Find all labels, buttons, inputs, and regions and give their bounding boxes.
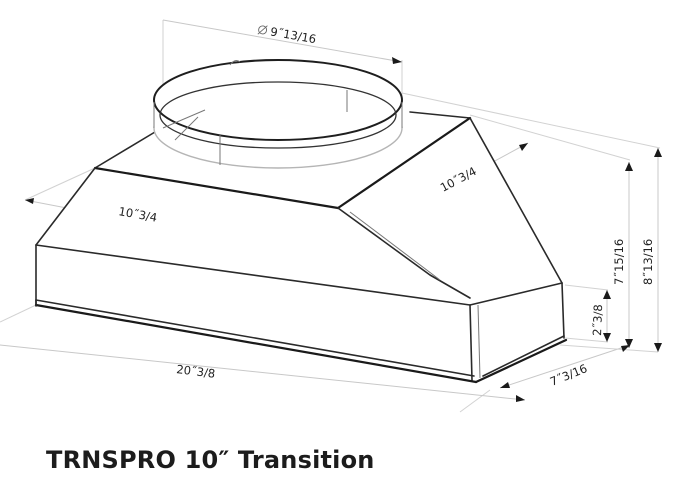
collar-diameter-label: 9˝13/16 [257,24,317,46]
body-height-label: 7˝15/16 [612,239,626,285]
overall-height-label: 8˝13/16 [641,239,655,285]
round-collar [153,59,403,169]
top-width-label: 10˝3/4 [117,204,158,225]
diameter-icon [258,25,268,35]
base-height-label: 2˝3/8 [590,304,605,336]
product-title: TRNSPRO 10″ Transition [46,446,375,474]
overall-width-label: 20˝3/8 [176,362,216,381]
